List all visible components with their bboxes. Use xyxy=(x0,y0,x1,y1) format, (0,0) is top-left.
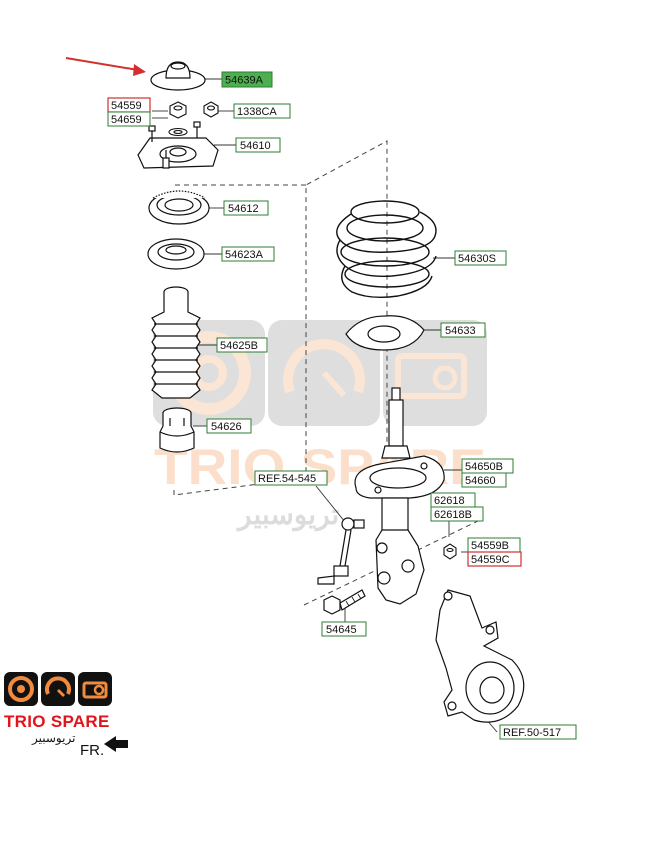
callout-62618[interactable]: 62618 xyxy=(430,492,476,508)
watermark xyxy=(153,320,487,426)
callout-ref-54-545[interactable]: REF.54-545 xyxy=(254,470,328,486)
part-bump-stopper xyxy=(159,407,195,453)
callout-text: 54559C xyxy=(471,554,510,566)
part-dust-boot xyxy=(151,286,201,399)
part-flange-nut xyxy=(203,101,219,118)
callout-54639A[interactable]: 54639A xyxy=(221,71,273,88)
callout-54633[interactable]: 54633 xyxy=(440,322,486,338)
callout-54659[interactable]: 54659 xyxy=(107,111,151,127)
part-upper-spring-seat xyxy=(147,238,205,270)
part-spring-pad xyxy=(345,315,425,351)
part-strut-mount xyxy=(137,121,219,169)
callout-text: 1338CA xyxy=(237,106,277,118)
callout-54623A[interactable]: 54623A xyxy=(221,246,275,262)
callout-text: 54639A xyxy=(225,75,264,87)
callout-text: 54659 xyxy=(111,114,142,126)
brake-disc-icon xyxy=(4,672,38,706)
part-coil-spring xyxy=(336,200,437,299)
pointer-arrow-icon xyxy=(65,57,146,76)
part-lock-nut xyxy=(168,101,188,137)
part-strut-assembly xyxy=(354,387,445,605)
part-steering-knuckle xyxy=(435,589,525,723)
dashed-guide-lines xyxy=(173,140,481,606)
callout-54610[interactable]: 54610 xyxy=(235,137,281,153)
callout-54630S[interactable]: 54630S xyxy=(454,250,507,266)
callout-62618B[interactable]: 62618B xyxy=(430,506,484,522)
callout-text: REF.50-517 xyxy=(503,727,561,739)
callout-text: 62618B xyxy=(434,509,472,521)
speedometer-icon xyxy=(41,672,75,706)
part-bearing xyxy=(148,190,210,225)
callout-text: 54645 xyxy=(326,624,357,636)
callout-54612[interactable]: 54612 xyxy=(223,200,269,216)
callout-text: 54630S xyxy=(458,253,496,265)
callout-text: 54610 xyxy=(240,140,271,152)
leader-lines xyxy=(152,78,498,733)
logo-arabic-name: تريوسبير xyxy=(32,731,76,745)
part-bolt xyxy=(323,589,366,615)
callout-1338CA[interactable]: 1338CA xyxy=(233,103,291,119)
callout-54660[interactable]: 54660 xyxy=(461,472,507,488)
callout-54625B[interactable]: 54625B xyxy=(216,337,268,353)
watermark-arabic: تريوسبير xyxy=(236,499,340,532)
brand-logo: TRIO SPARE تريوسبير xyxy=(4,672,116,745)
callout-54559-top[interactable]: 54559 xyxy=(107,97,151,113)
callout-text: 54660 xyxy=(465,475,496,487)
front-direction-label: FR. xyxy=(80,742,105,759)
callout-54559B[interactable]: 54559B xyxy=(467,537,521,553)
callout-text: 54626 xyxy=(211,421,242,433)
callout-ref-50-517[interactable]: REF.50-517 xyxy=(499,724,577,740)
callout-text: 54559B xyxy=(471,540,509,552)
callout-text: 54650B xyxy=(465,461,503,473)
engine-icon xyxy=(78,672,112,706)
part-nut-small xyxy=(443,543,457,560)
callout-text: 54612 xyxy=(228,203,259,215)
callout-text: 54625B xyxy=(220,340,258,352)
callout-54645[interactable]: 54645 xyxy=(321,621,367,637)
callout-54650B[interactable]: 54650B xyxy=(461,458,514,474)
callout-text: 62618 xyxy=(434,495,465,507)
callout-54626[interactable]: 54626 xyxy=(206,418,252,434)
callout-text: 54623A xyxy=(225,249,264,261)
part-dust-cap xyxy=(150,61,206,91)
logo-brand-name: TRIO SPARE xyxy=(4,712,110,731)
front-direction-arrow-icon xyxy=(104,736,128,752)
part-stabilizer-link xyxy=(317,517,365,585)
logo-icons xyxy=(4,672,116,706)
callout-54559C[interactable]: 54559C xyxy=(467,551,522,567)
callout-text: 54633 xyxy=(445,325,476,337)
callout-text: REF.54-545 xyxy=(258,473,316,485)
callout-text: 54559 xyxy=(111,100,142,112)
